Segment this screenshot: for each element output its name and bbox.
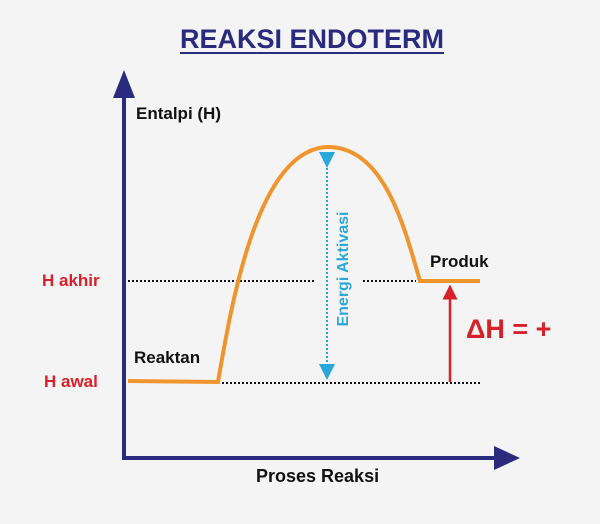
x-axis [122,446,520,470]
h-initial-label: H awal [44,372,98,391]
diagram-title: REAKSI ENDOTERM [179,24,444,54]
product-label: Produk [430,252,489,271]
reaction-curve [127,144,480,385]
y-axis-label: Entalpi (H) [136,104,221,123]
activation-energy-label: Energi Aktivasi [335,211,352,327]
reactant-label: Reaktan [134,348,201,367]
h-final-label: H akhir [42,271,100,290]
delta-h-label: ΔH = + [466,314,552,344]
y-axis [113,70,135,458]
x-axis-label: Proses Reaksi [256,466,380,486]
